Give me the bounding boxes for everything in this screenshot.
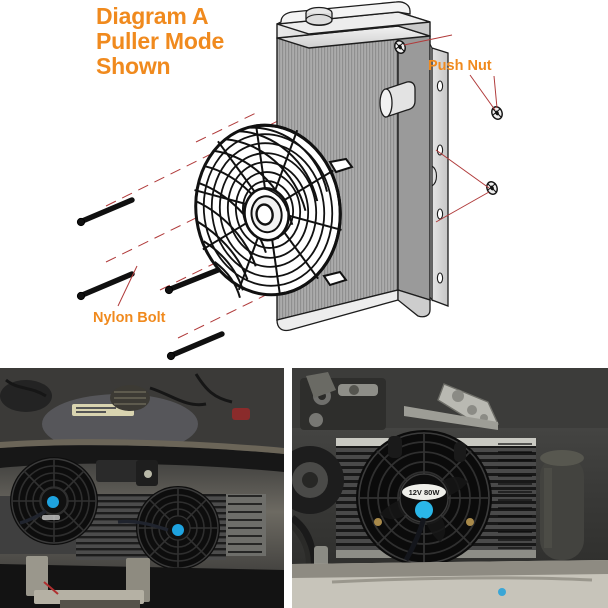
nylon-bolt-icon (166, 331, 225, 361)
accumulator-tank (540, 450, 584, 560)
push-nut-leaders (403, 34, 498, 223)
fan-photo-left-1 (10, 457, 98, 545)
photo-divider (284, 368, 292, 608)
fan-hub-icon (243, 187, 290, 242)
diagram-illustration (76, 1, 503, 361)
nylon-bolt-parts (76, 197, 225, 361)
push-nut-parts (394, 40, 503, 195)
nylon-bolt-icon (76, 197, 135, 227)
installation-photos: 12V 80W (0, 368, 608, 608)
nylon-bolt-icon (76, 271, 135, 301)
callout-label-push-nut: Push Nut (428, 58, 492, 74)
bracket-arm-hardware (300, 372, 386, 430)
fan-spec-label: 12V 80W (409, 488, 441, 497)
radiator-inlet-neck-icon (379, 81, 416, 118)
mount-arm (404, 383, 500, 430)
nylon-bolt-icon (164, 267, 221, 295)
fan-photo-right: 12V 80W (356, 430, 492, 566)
exploded-diagram-panel: Diagram A Puller Mode Shown Push Nut Nyl… (76, 1, 503, 361)
photo-right-single-fan: 12V 80W (292, 368, 608, 608)
callout-label-nylon-bolt: Nylon Bolt (93, 310, 166, 326)
radiator-cap-icon (305, 6, 333, 26)
electric-fan-part (194, 123, 354, 299)
radiator-mounting-bracket (429, 43, 449, 307)
fan-photo-left-2 (117, 486, 220, 570)
fan-mount-tab (322, 157, 354, 287)
pulley-belt (292, 446, 344, 576)
page-title: Diagram A Puller Mode Shown (96, 3, 225, 79)
push-nut-icon (394, 40, 406, 54)
push-nut-icon (486, 181, 498, 195)
photo-left-dual-fan (0, 368, 284, 608)
